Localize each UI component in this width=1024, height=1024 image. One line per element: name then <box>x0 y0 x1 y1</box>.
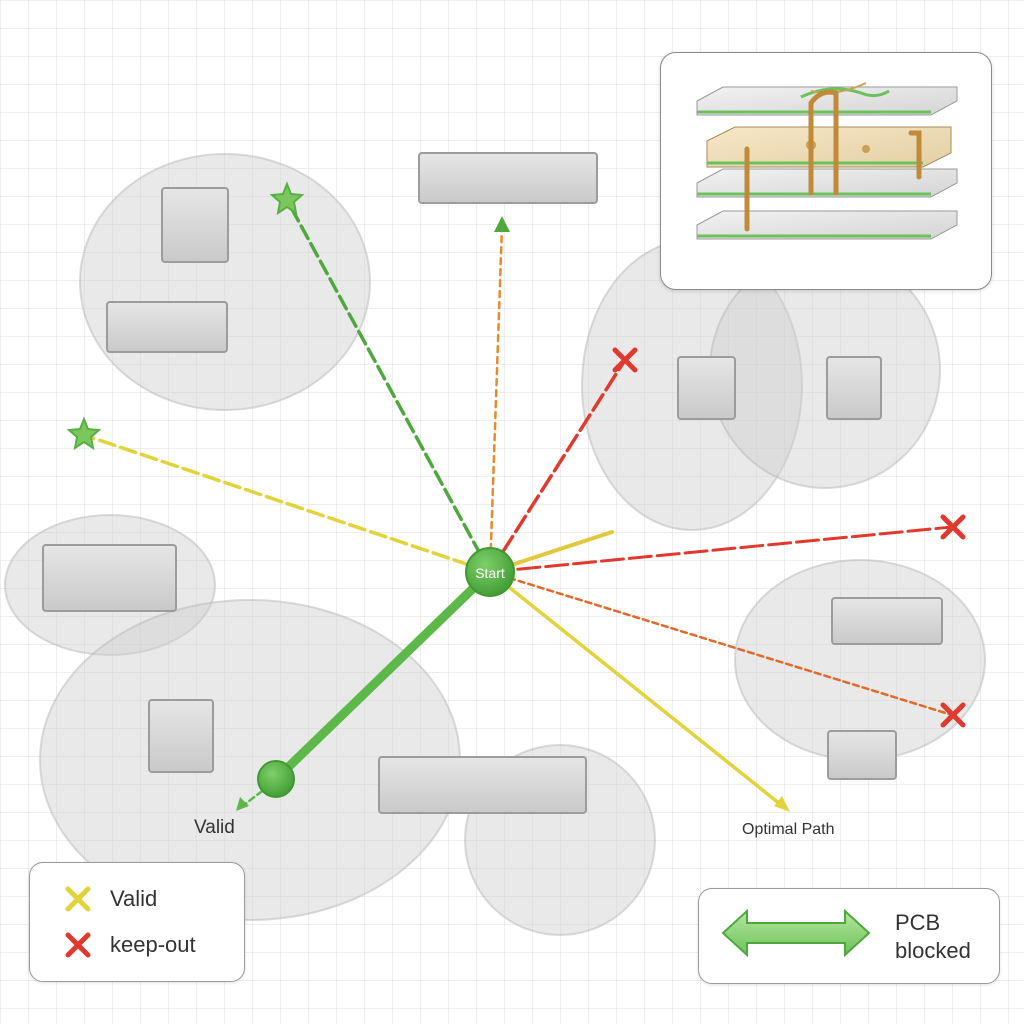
legend-item-keepout: keep-out <box>60 927 196 963</box>
optimal-path-label: Optimal Path <box>742 821 834 838</box>
routing-rays <box>82 198 954 810</box>
keepout-x-icon <box>612 347 638 373</box>
legend-arrow-line1: PCB <box>895 910 941 935</box>
double-arrow-icon <box>721 908 871 958</box>
legend-left: Valid keep-out <box>29 862 245 982</box>
obstacle-block <box>106 301 228 353</box>
legend-label: keep-out <box>110 932 196 957</box>
legend-item-valid: Valid <box>60 881 157 917</box>
pcb-layer <box>696 168 958 198</box>
valid-end-node <box>257 760 295 798</box>
obstacles <box>42 152 943 814</box>
arrowhead-lower-left <box>236 797 249 811</box>
ray-red-right <box>488 525 954 574</box>
ray-green-valid-lower-left <box>271 567 495 784</box>
keepout-x-icon <box>940 702 966 728</box>
ray-orange-right <box>488 570 954 717</box>
valid-star-icon <box>66 416 102 451</box>
nodes: Start <box>257 547 515 798</box>
ray-valid-upper-left <box>285 198 492 574</box>
arrowheads <box>236 216 790 812</box>
pcb-layer <box>696 82 958 116</box>
obstacle-block <box>418 152 598 204</box>
pcb-layer <box>696 210 958 240</box>
start-node <box>465 547 515 597</box>
obstacle-block <box>677 356 736 420</box>
red-x-icon <box>65 932 91 958</box>
ray-orange-up <box>488 224 504 574</box>
arrowhead-up <box>494 216 510 232</box>
pcb-stack-illustration <box>696 82 958 240</box>
keepout-x-icon <box>940 514 966 540</box>
obstacle-block <box>831 597 943 645</box>
yellow-x-icon <box>65 886 91 912</box>
obstacle-block <box>827 730 897 780</box>
pcb-layers-inset <box>660 52 992 290</box>
ray-yellow-left <box>82 433 492 574</box>
valid-star-icon <box>269 181 305 216</box>
obstacle-block <box>42 544 177 612</box>
copper-vias <box>744 89 922 232</box>
arrowhead-lower-right <box>774 796 790 812</box>
start-label: Start <box>475 565 505 581</box>
legend-right: PCB blocked <box>698 888 1000 984</box>
obstacle-block <box>161 187 229 263</box>
legend-arrow-text: PCB blocked <box>895 909 971 965</box>
valid-label: Valid <box>194 817 235 838</box>
valid-endpoints <box>66 181 305 451</box>
ray-red-upper-right <box>488 358 627 574</box>
legend-arrow-line2: blocked <box>895 938 971 963</box>
obstacle-block <box>378 756 587 814</box>
keepout-endpoints <box>612 347 966 728</box>
legend-label: Valid <box>110 886 158 911</box>
pcb-layer <box>706 126 952 168</box>
obstacle-block <box>148 699 214 773</box>
obstacle-block <box>826 356 882 420</box>
ray-yellow-lower-right <box>488 570 787 810</box>
